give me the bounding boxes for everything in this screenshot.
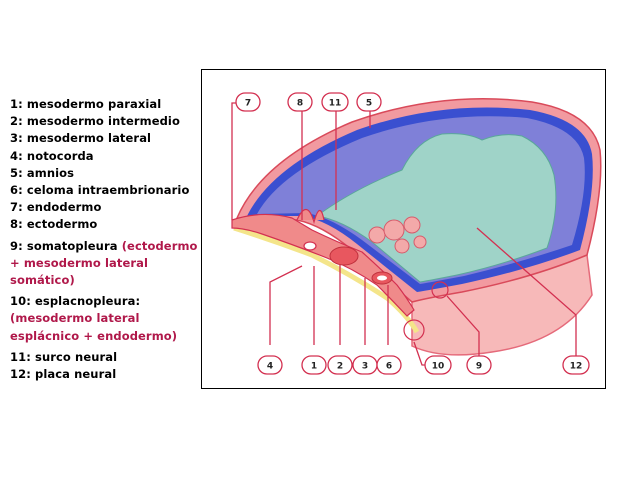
- somatopleura-highlight: [431, 281, 449, 299]
- legend-item-1: 1: mesodermo paraxial: [10, 97, 162, 111]
- legend-item-7: 7: endodermo: [10, 200, 102, 215]
- callout-2: 2: [327, 355, 353, 375]
- callout-3: 3: [352, 355, 378, 375]
- callout-5: 5: [356, 92, 382, 112]
- somite-cluster-5: [413, 235, 427, 249]
- callout-10-label: 10: [432, 362, 445, 372]
- legend-item-9: 9: somatopleura (ectodermo: [10, 238, 210, 255]
- callout-6: 6: [376, 355, 402, 375]
- legend-item-9-detail: (ectodermo: [121, 238, 198, 253]
- callout-7-label: 7: [245, 99, 251, 109]
- callout-9-label: 9: [476, 362, 482, 372]
- callout-9: 9: [466, 355, 492, 375]
- callout-1-label: 1: [311, 362, 317, 372]
- legend-item-3: 3: mesodermo lateral: [10, 131, 152, 146]
- callout-12: 12: [562, 355, 590, 375]
- legend-item-10: 10: esplacnopleura:: [10, 294, 141, 309]
- endoderm-layer: [233, 225, 420, 334]
- callout-2-label: 2: [337, 362, 343, 372]
- embryo-diagram: 7 8 11 5 4 1 2 3: [201, 69, 606, 389]
- callout-8: 8: [287, 92, 313, 112]
- callout-4: 4: [257, 355, 283, 375]
- callout-11-label: 11: [329, 99, 342, 109]
- callout-10: 10: [424, 355, 452, 375]
- notochord: [303, 241, 317, 251]
- legend-item-5: 5: amnios: [10, 165, 75, 180]
- callout-12-label: 12: [570, 362, 583, 372]
- callout-1: 1: [301, 355, 327, 375]
- legend-item-9-detail-3: somático): [10, 273, 75, 288]
- somite-cluster-3: [403, 216, 421, 234]
- intraembryonic-coelom: [377, 275, 387, 281]
- callout-8-label: 8: [297, 99, 303, 109]
- legend-item-9-term: 9: somatopleura: [10, 238, 122, 253]
- legend-item-11: 11: surco neural: [10, 349, 118, 364]
- legend-item-8: 8: ectodermo: [10, 217, 98, 232]
- mesoderm-layer: [231, 213, 415, 317]
- legend-item-6: 6: celoma intraembrionario: [10, 183, 190, 198]
- callout-11: 11: [321, 92, 349, 112]
- legend-item-4: 4: notocorda: [10, 148, 94, 163]
- callout-3-label: 3: [362, 362, 368, 372]
- legend-item-12: 12: placa neural: [10, 367, 117, 382]
- legend-item-10-detail: (mesodermo lateral: [10, 311, 140, 326]
- somite-cluster-4: [394, 238, 410, 254]
- callout-6-label: 6: [386, 362, 392, 372]
- paraxial-mesoderm: [329, 246, 359, 266]
- somite-cluster-1: [368, 226, 386, 244]
- legend-item-10-detail-2: esplácnico + endodermo): [10, 328, 178, 343]
- legend-item-9-detail-2: + mesodermo lateral: [10, 255, 149, 270]
- callout-5-label: 5: [366, 99, 372, 109]
- callout-7: 7: [235, 92, 261, 112]
- callout-4-label: 4: [267, 362, 273, 372]
- legend: 1: mesodermo paraxial 2: mesodermo inter…: [10, 96, 210, 383]
- somite-cluster-2: [383, 219, 405, 241]
- splanchnopleura-highlight: [403, 319, 425, 341]
- legend-item-2: 2: mesodermo intermedio: [10, 114, 180, 129]
- embryo-illustration: 7 8 11 5 4 1 2 3: [231, 92, 602, 375]
